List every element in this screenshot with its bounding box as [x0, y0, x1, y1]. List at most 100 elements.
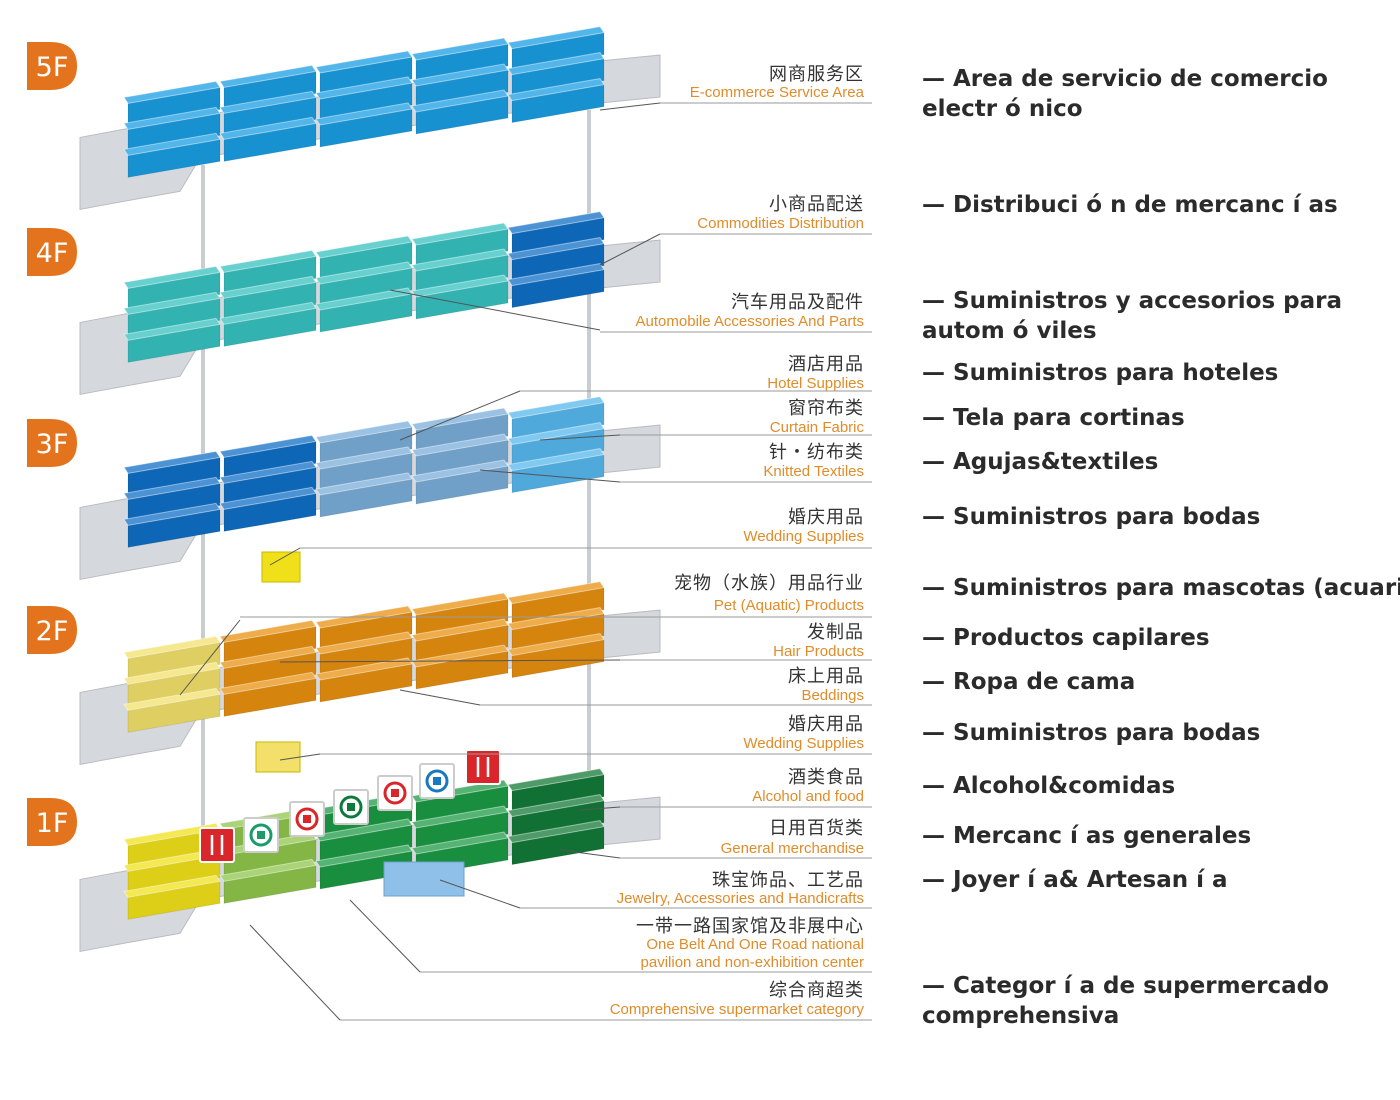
booth-block-top: [219, 486, 317, 510]
zone-name-english: General merchandise: [721, 840, 864, 857]
booth-block: [127, 86, 221, 126]
booth-block-top: [123, 687, 221, 711]
zone-name-chinese: 综合商超类: [769, 980, 864, 1001]
bank-icon: [333, 789, 369, 825]
leader-line: [539, 434, 621, 441]
leader-line: [279, 753, 321, 761]
leader-line: [399, 689, 481, 706]
floor-label: 3F: [36, 429, 69, 460]
bank-icon: [289, 801, 325, 837]
booth-block: [261, 551, 301, 583]
booth-block-top: [219, 858, 317, 882]
booth-block: [127, 138, 221, 178]
zone-name-spanish: — Categor í a de supermercado: [922, 973, 1329, 999]
zone-name-chinese: 酒类食品: [788, 767, 864, 788]
booth-block-top: [219, 90, 317, 114]
bank-icon: [243, 817, 279, 853]
booth-block-top: [315, 235, 413, 259]
booth-block: [127, 880, 221, 920]
booth-block: [127, 271, 221, 311]
booth-block-top: [507, 237, 605, 261]
zone-name-english: Hotel Supplies: [767, 375, 864, 392]
zone-name-spanish: — Area de servicio de comercio: [922, 66, 1328, 92]
floor-badge-1f: 1F: [27, 798, 77, 846]
booth-block-top: [219, 619, 317, 643]
zone-name-spanish: — Productos capilares: [922, 625, 1210, 651]
booth-block: [415, 624, 509, 664]
zone-name-spanish: — Ropa de cama: [922, 669, 1135, 695]
floor-label: 2F: [36, 616, 69, 647]
floor-badge-4f: 4F: [27, 228, 77, 276]
leader-line: [559, 849, 621, 859]
floor-label: 5F: [36, 52, 69, 83]
leader-line: [579, 806, 621, 811]
zone-name-chinese: 婚庆用品: [788, 507, 864, 528]
restaurant-icon: [199, 827, 235, 863]
booth-block-top: [507, 26, 605, 50]
booth-block: [127, 323, 221, 363]
zone-name-english: pavilion and non-exhibition center: [641, 954, 864, 971]
restaurant-icon: [465, 749, 501, 785]
zone-name-spanish: — Suministros para mascotas (acuarios): [922, 575, 1400, 601]
booth-block: [415, 465, 509, 505]
zone-name-spanish: — Joyer í a& Artesan í a: [922, 867, 1228, 893]
bank-icon: [419, 763, 455, 799]
booth-block-top: [411, 222, 509, 246]
booth-block-top: [507, 396, 605, 420]
booth-block: [415, 95, 509, 135]
booth-blocks: [123, 26, 605, 920]
booth-block: [127, 508, 221, 548]
floor-badge-2f: 2F: [27, 606, 77, 654]
zone-name-english: Pet (Aquatic) Products: [714, 597, 864, 614]
booth-block-top: [219, 434, 317, 458]
booth-block: [223, 70, 317, 111]
zone-name-english: Wedding Supplies: [743, 735, 864, 752]
booth-block: [383, 861, 465, 897]
booth-block: [127, 297, 221, 337]
booth-block: [127, 112, 221, 152]
booth-block-top: [123, 635, 221, 659]
booth-block: [511, 31, 605, 72]
zone-name-english: Beddings: [801, 687, 864, 704]
leader-line: [249, 924, 341, 1021]
booth-block-top: [123, 317, 221, 341]
zone-name-chinese: 网商服务区: [769, 64, 864, 85]
leader-line: [389, 289, 601, 331]
zone-name-english: E-commerce Service Area: [690, 84, 865, 101]
booth-block-top: [219, 645, 317, 669]
floor-label: 4F: [36, 238, 69, 269]
booth-block-top: [219, 460, 317, 484]
leader-line: [599, 102, 661, 111]
booth-block-top: [507, 633, 605, 657]
leader-lines: [179, 102, 872, 1021]
leader-line: [399, 390, 521, 441]
zone-name-english: Automobile Accessories And Parts: [636, 313, 864, 330]
booth-block: [223, 864, 317, 905]
bank-icon: [377, 775, 413, 811]
booth-block: [415, 598, 509, 638]
booth-block-top: [411, 618, 509, 642]
leader-line: [269, 547, 301, 566]
zone-name-spanish: — Distribuci ó n de mercanc í as: [922, 192, 1338, 218]
booth-block: [415, 439, 509, 479]
zone-name-chinese: 珠宝饰品、工艺品: [712, 870, 864, 891]
booth-block: [127, 456, 221, 496]
booth-block-top: [315, 446, 413, 470]
booth-block-top: [315, 657, 413, 681]
booth-block-top: [315, 76, 413, 100]
booth-block-top: [315, 844, 413, 868]
zone-name-spanish: autom ó viles: [922, 318, 1097, 344]
booth-block-top: [411, 831, 509, 855]
floor-badge-5f: 5F: [27, 42, 77, 90]
leader-line: [599, 233, 661, 266]
booth-block-top: [219, 249, 317, 273]
booth-block-top: [219, 301, 317, 325]
